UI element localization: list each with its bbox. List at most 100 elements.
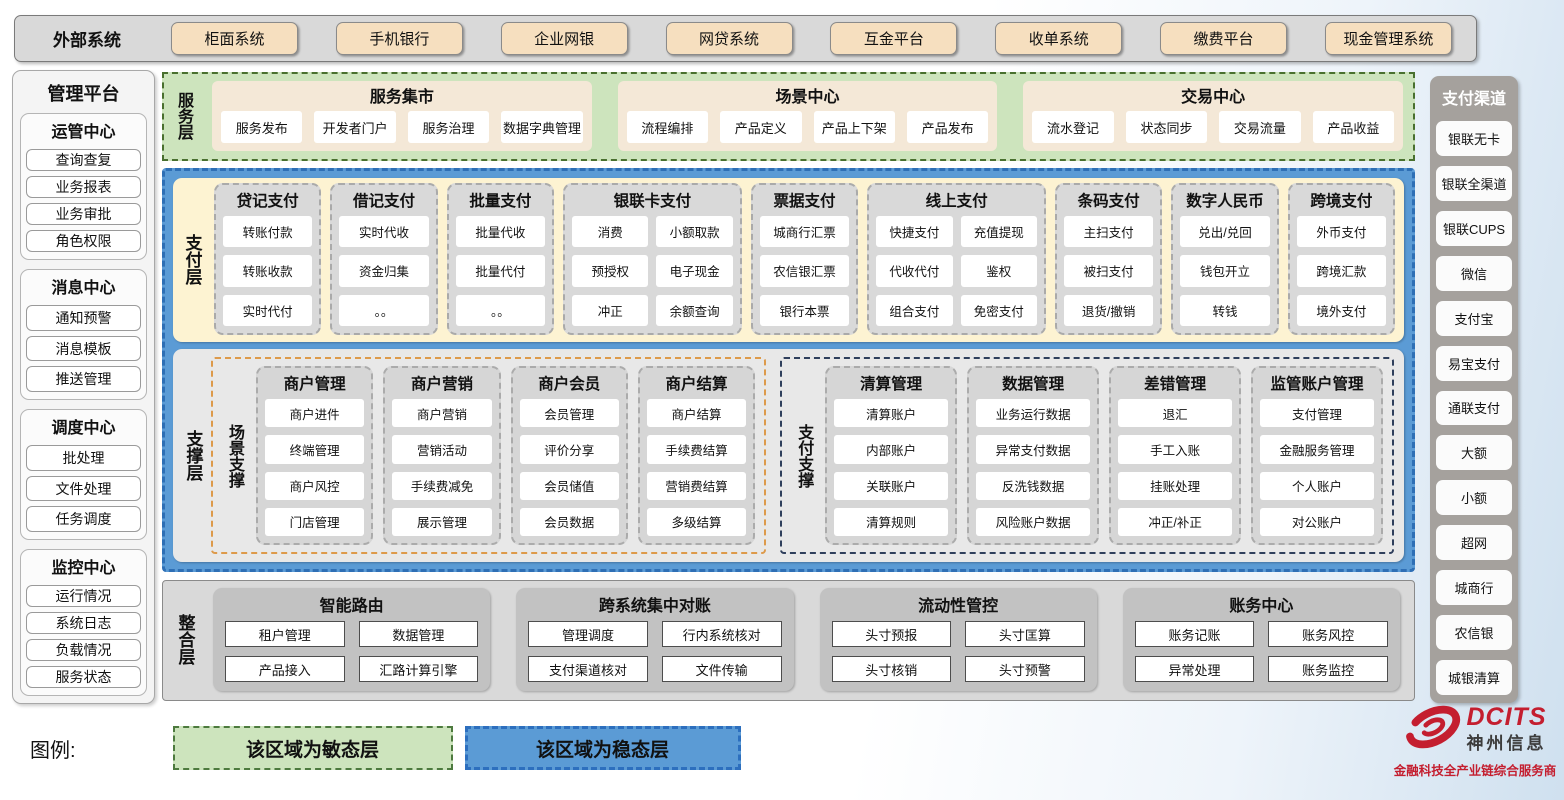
management-item-button[interactable]: 任务调度 — [26, 506, 141, 533]
payment-channel-button[interactable]: 城银清算 — [1436, 660, 1512, 695]
payment-channel-button[interactable]: 小额 — [1436, 480, 1512, 516]
service-item-button[interactable]: 产品收益 — [1312, 111, 1395, 143]
external-system-button[interactable]: 缴费平台 — [1160, 22, 1288, 55]
support-item-button[interactable]: 清算规则 — [834, 507, 949, 536]
support-item-button[interactable]: 业务运行数据 — [976, 399, 1091, 428]
support-item-button[interactable]: 多级结算 — [646, 507, 747, 536]
support-item-button[interactable]: 营销活动 — [392, 435, 492, 464]
payment-item-button[interactable]: 实时代收 — [339, 216, 429, 248]
payment-channel-button[interactable]: 超网 — [1436, 525, 1512, 561]
support-item-button[interactable]: 手续费减免 — [392, 471, 492, 500]
integration-item-button[interactable]: 账务风控 — [1268, 621, 1388, 647]
management-item-button[interactable]: 查询查复 — [26, 149, 141, 171]
integration-item-button[interactable]: 头寸匡算 — [965, 621, 1085, 647]
payment-channel-button[interactable]: 农信银 — [1436, 615, 1512, 651]
management-item-button[interactable]: 角色权限 — [26, 230, 141, 252]
payment-item-button[interactable]: 农信银汇票 — [759, 255, 850, 287]
management-item-button[interactable]: 批处理 — [26, 445, 141, 471]
payment-item-button[interactable]: 。。 — [339, 294, 429, 326]
payment-item-button[interactable]: 转账收款 — [223, 255, 313, 287]
support-item-button[interactable]: 金融服务管理 — [1260, 435, 1375, 464]
support-item-button[interactable]: 商户风控 — [265, 471, 365, 500]
payment-channel-button[interactable]: 通联支付 — [1436, 390, 1512, 426]
management-item-button[interactable]: 系统日志 — [26, 612, 141, 634]
payment-item-button[interactable]: 预授权 — [572, 255, 649, 287]
service-item-button[interactable]: 开发者门户 — [314, 111, 396, 143]
payment-item-button[interactable]: 充值提现 — [960, 216, 1037, 248]
integration-item-button[interactable]: 产品接入 — [225, 656, 345, 682]
support-item-button[interactable]: 会员数据 — [519, 507, 619, 536]
management-item-button[interactable]: 通知预警 — [26, 305, 141, 331]
payment-item-button[interactable]: 批量代收 — [455, 216, 546, 248]
payment-channel-button[interactable]: 银联CUPS — [1436, 210, 1512, 246]
support-item-button[interactable]: 门店管理 — [265, 507, 365, 536]
payment-item-button[interactable]: 被扫支付 — [1064, 255, 1154, 287]
payment-item-button[interactable]: 主扫支付 — [1064, 216, 1154, 248]
management-item-button[interactable]: 运行情况 — [26, 585, 141, 607]
payment-channel-button[interactable]: 微信 — [1436, 255, 1512, 291]
integration-item-button[interactable]: 账务记账 — [1134, 621, 1255, 647]
payment-item-button[interactable]: 城商行汇票 — [759, 216, 850, 248]
payment-item-button[interactable]: 钱包开立 — [1180, 255, 1270, 287]
support-item-button[interactable]: 异常支付数据 — [976, 435, 1091, 464]
management-item-button[interactable]: 业务报表 — [26, 176, 141, 198]
payment-item-button[interactable]: 实时代付 — [223, 294, 313, 326]
support-item-button[interactable]: 支付管理 — [1260, 399, 1375, 428]
payment-item-button[interactable]: 冲正 — [572, 294, 649, 326]
payment-item-button[interactable]: 鉴权 — [960, 255, 1037, 287]
integration-item-button[interactable]: 汇路计算引擎 — [358, 656, 479, 682]
support-item-button[interactable]: 内部账户 — [834, 435, 949, 464]
external-system-button[interactable]: 企业网银 — [500, 22, 628, 55]
support-item-button[interactable]: 展示管理 — [392, 507, 492, 536]
service-item-button[interactable]: 数据字典管理 — [501, 111, 583, 143]
payment-item-button[interactable]: 组合支付 — [876, 294, 953, 326]
service-item-button[interactable]: 产品上下架 — [813, 111, 895, 143]
service-item-button[interactable]: 服务治理 — [407, 111, 490, 143]
service-item-button[interactable]: 状态同步 — [1125, 111, 1208, 143]
management-item-button[interactable]: 消息模板 — [26, 335, 141, 362]
integration-item-button[interactable]: 管理调度 — [528, 621, 648, 647]
service-item-button[interactable]: 流程编排 — [626, 111, 709, 143]
support-item-button[interactable]: 评价分享 — [519, 435, 619, 464]
external-system-button[interactable]: 柜面系统 — [171, 22, 298, 55]
integration-item-button[interactable]: 头寸预报 — [831, 621, 952, 647]
payment-channel-button[interactable]: 易宝支付 — [1436, 345, 1512, 381]
payment-item-button[interactable]: 快捷支付 — [876, 216, 953, 248]
payment-item-button[interactable]: 境外支付 — [1296, 294, 1387, 326]
management-item-button[interactable]: 推送管理 — [26, 366, 141, 393]
payment-item-button[interactable]: 银行本票 — [759, 294, 850, 326]
integration-item-button[interactable]: 行内系统核对 — [661, 621, 782, 647]
payment-item-button[interactable]: 代收代付 — [876, 255, 953, 287]
support-item-button[interactable]: 冲正/补正 — [1118, 507, 1233, 536]
integration-item-button[interactable]: 支付渠道核对 — [528, 656, 648, 682]
support-item-button[interactable]: 终端管理 — [265, 435, 365, 464]
external-system-button[interactable]: 现金管理系统 — [1324, 22, 1452, 55]
payment-item-button[interactable]: 免密支付 — [960, 294, 1037, 326]
payment-item-button[interactable]: 余额查询 — [656, 294, 733, 326]
payment-item-button[interactable]: 转钱 — [1180, 294, 1270, 326]
payment-channel-button[interactable]: 银联无卡 — [1436, 121, 1512, 156]
management-item-button[interactable]: 业务审批 — [26, 203, 141, 225]
external-system-button[interactable]: 互金平台 — [830, 22, 958, 55]
support-item-button[interactable]: 手续费结算 — [646, 435, 747, 464]
payment-item-button[interactable]: 。。 — [455, 294, 546, 326]
external-system-button[interactable]: 网贷系统 — [665, 22, 793, 55]
support-item-button[interactable]: 个人账户 — [1260, 471, 1375, 500]
service-item-button[interactable]: 产品定义 — [720, 111, 802, 143]
support-item-button[interactable]: 营销费结算 — [646, 471, 747, 500]
payment-item-button[interactable]: 兑出/兑回 — [1180, 216, 1270, 248]
service-item-button[interactable]: 交易流量 — [1219, 111, 1301, 143]
support-item-button[interactable]: 会员储值 — [519, 471, 619, 500]
support-item-button[interactable]: 清算账户 — [834, 399, 949, 428]
external-system-button[interactable]: 收单系统 — [995, 22, 1123, 55]
integration-item-button[interactable]: 数据管理 — [358, 621, 479, 647]
payment-item-button[interactable]: 小额取款 — [656, 216, 733, 248]
support-item-button[interactable]: 对公账户 — [1260, 507, 1375, 536]
support-item-button[interactable]: 退汇 — [1118, 399, 1233, 428]
payment-item-button[interactable]: 退货/撤销 — [1064, 294, 1154, 326]
payment-item-button[interactable]: 消费 — [572, 216, 649, 248]
payment-item-button[interactable]: 转账付款 — [223, 216, 313, 248]
payment-channel-button[interactable]: 大额 — [1436, 435, 1512, 471]
service-item-button[interactable]: 产品发布 — [906, 111, 989, 143]
support-item-button[interactable]: 商户营销 — [392, 399, 492, 428]
